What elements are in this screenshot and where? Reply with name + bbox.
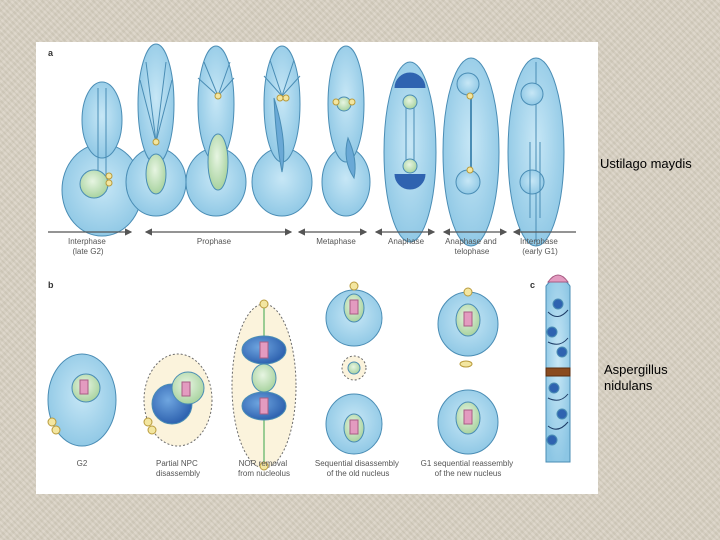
cell-interphase-early-g1 xyxy=(507,57,565,247)
stage-label-g2: G2 xyxy=(77,459,88,468)
cell-g2 xyxy=(47,353,117,447)
stage-label-nor-removal: NOR removal from nucleolus xyxy=(238,459,290,478)
cell-interphase-late-g2 xyxy=(61,81,143,237)
cell-prophase-b xyxy=(185,45,247,217)
stage-label-anaphase: Anaphase xyxy=(388,237,425,246)
cell-g1-reassembly xyxy=(437,287,499,455)
cell-nor-removal xyxy=(231,299,297,471)
stage-label-partial-npc: Partial NPC disassembly xyxy=(156,459,200,478)
stage-label-g1-reassembly: G1 sequential reassembly of the new nucl… xyxy=(421,459,516,478)
cell-prophase-c xyxy=(251,45,313,217)
panel-c-letter: c xyxy=(530,280,535,290)
panel-c-hypha xyxy=(545,274,571,463)
cell-anaphase xyxy=(383,61,437,243)
stage-label-metaphase: Metaphase xyxy=(316,237,356,246)
panel-a-letter: a xyxy=(48,48,54,58)
cell-prophase-a xyxy=(125,43,187,217)
cell-metaphase xyxy=(321,45,371,217)
cell-sequential-disassembly xyxy=(325,281,383,455)
label-ustilago-maydis: Ustilago maydis xyxy=(600,156,692,171)
mitosis-diagram: a b c xyxy=(47,43,576,478)
mitosis-figure: a b c xyxy=(36,42,598,494)
panel-b-letter: b xyxy=(48,280,54,290)
stage-label-interphase-late-g2: Interphase (late G2) xyxy=(68,237,108,256)
stage-label-interphase-early-g1: Interphase (early G1) xyxy=(520,237,560,256)
label-aspergillus-nidulans: Aspergillus nidulans xyxy=(604,362,668,393)
stage-label-sequential-disassembly: Sequential disassembly of the old nucleu… xyxy=(315,459,401,478)
cell-partial-npc xyxy=(143,353,213,447)
stage-label-anaphase-telophase: Anaphase and telophase xyxy=(445,237,499,256)
cell-anaphase-telophase xyxy=(442,57,500,247)
panel-a-cells xyxy=(61,43,565,247)
panel-b-cells xyxy=(47,281,499,471)
stage-label-prophase: Prophase xyxy=(197,237,232,246)
